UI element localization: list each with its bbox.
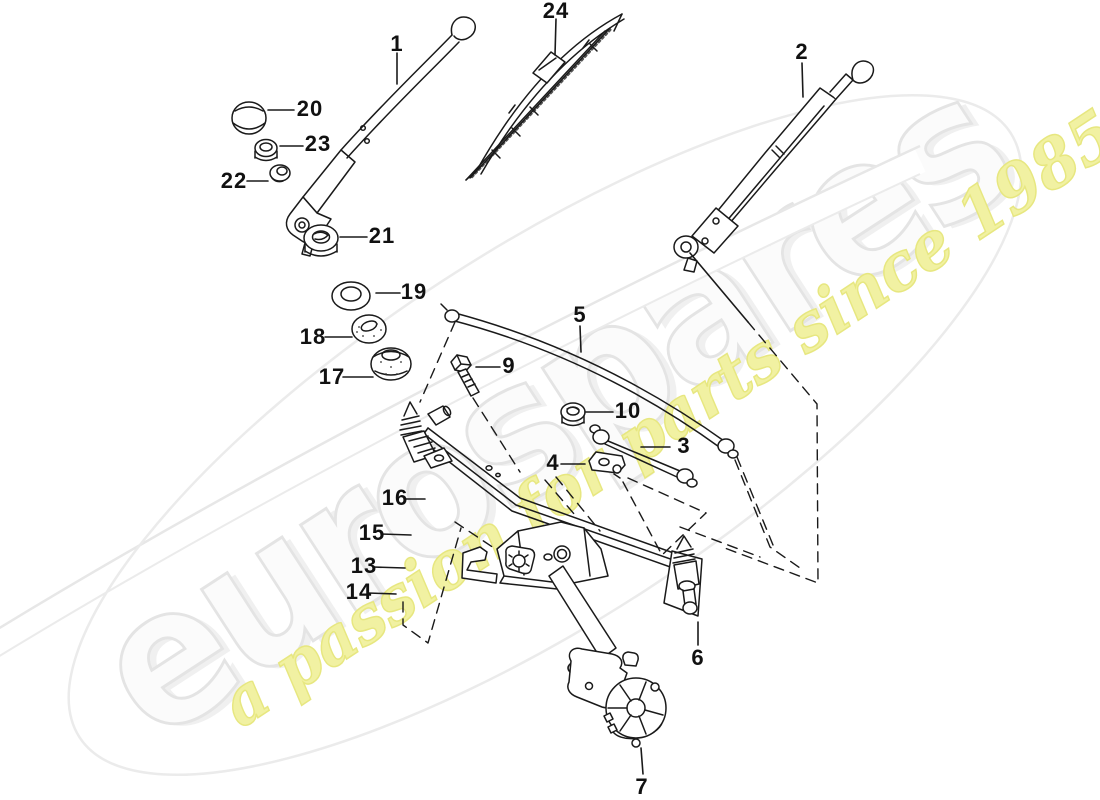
swoosh-edge-top (0, 144, 921, 630)
nut-10 (560, 402, 586, 427)
wiper-motor-7 (548, 565, 667, 748)
mounting-bracket (461, 521, 609, 591)
leader-lines (246, 18, 804, 775)
wiper-blade-24 (465, 13, 625, 181)
grommet-18 (351, 314, 387, 344)
linkage-rod-3 (589, 424, 698, 488)
bolt-9 (450, 354, 480, 397)
wiper-arm-2 (673, 60, 875, 273)
linkage-rod-5 (440, 303, 739, 459)
left-wiper-shaft (399, 401, 453, 469)
wiper-arm-1 (285, 16, 476, 257)
nut-23 (254, 138, 278, 162)
cap-20 (231, 101, 267, 135)
grommet-17 (370, 347, 412, 381)
wiper-shaft-6 (663, 535, 703, 617)
clip-4 (588, 451, 626, 479)
swoosh-band (0, 148, 926, 657)
washer-19 (331, 281, 371, 311)
washer-22 (269, 164, 291, 183)
nut-21 (303, 224, 339, 257)
